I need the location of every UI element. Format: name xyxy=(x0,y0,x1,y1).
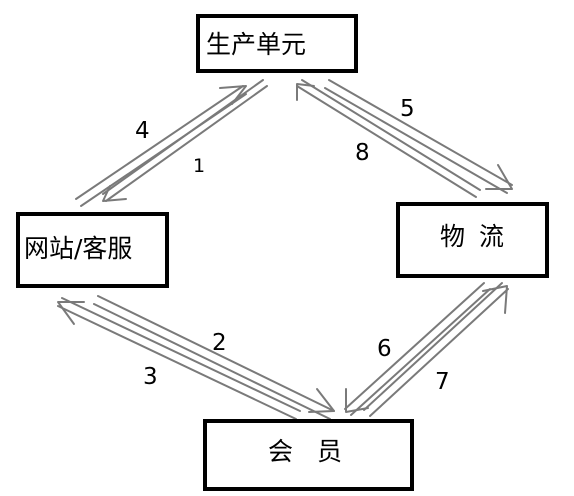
website-service-node: 网站/客服 xyxy=(16,212,169,288)
flow-label-8: 8 xyxy=(355,140,370,166)
flow-label-5: 5 xyxy=(400,96,415,122)
flow-label-7: 7 xyxy=(435,369,450,395)
flow-label-1: 1 xyxy=(193,155,206,177)
arrow-6 xyxy=(344,282,491,416)
arrow-8 xyxy=(296,79,481,198)
flow-label-4: 4 xyxy=(135,118,150,144)
arrow-5 xyxy=(324,79,513,194)
arrow-3 xyxy=(57,297,301,420)
arrow-7 xyxy=(363,282,509,417)
logistics-node: 物流 xyxy=(396,202,549,278)
production-unit-node: 生产单元 xyxy=(196,14,358,73)
flow-label-2: 2 xyxy=(212,330,227,356)
flow-label-6: 6 xyxy=(377,336,392,362)
arrow-2 xyxy=(93,295,335,420)
arrow-1 xyxy=(102,79,268,202)
flow-label-3: 3 xyxy=(143,364,158,390)
arrow-4 xyxy=(75,85,247,207)
member-node: 会员 xyxy=(203,419,414,491)
